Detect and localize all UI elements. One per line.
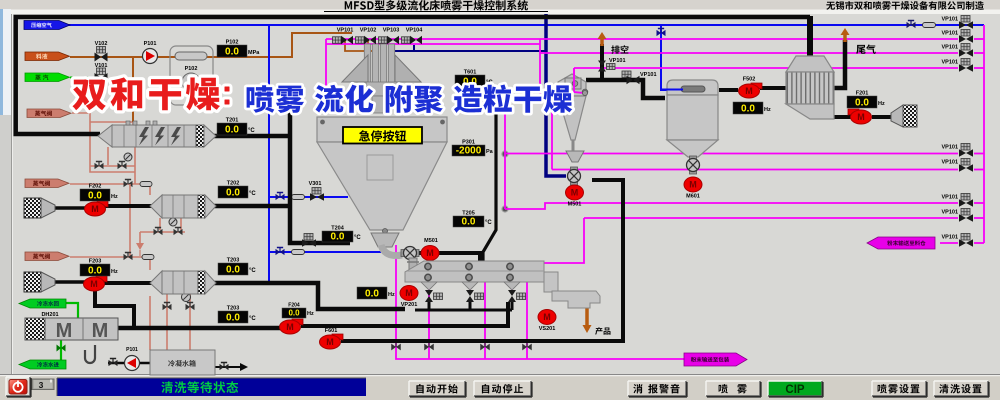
svg-text:0.0: 0.0 (741, 104, 755, 115)
svg-text:VP101: VP101 (640, 72, 657, 78)
svg-text:M601: M601 (686, 194, 700, 200)
svg-text:°C: °C (249, 268, 256, 274)
svg-text:MPa: MPa (248, 50, 260, 56)
svg-text:VP101: VP101 (941, 60, 958, 66)
svg-text:0.0: 0.0 (365, 289, 379, 300)
svg-text:0.0: 0.0 (226, 313, 240, 324)
svg-text:T203: T203 (227, 306, 240, 312)
svg-text:M: M (91, 204, 99, 214)
svg-text:M501: M501 (568, 202, 582, 208)
svg-text:Hz: Hz (388, 292, 395, 298)
svg-text:Hz: Hz (111, 269, 118, 275)
svg-text:VP201: VP201 (401, 302, 418, 308)
svg-text:0.0: 0.0 (462, 217, 476, 228)
svg-text:°C: °C (354, 235, 361, 241)
svg-text:Hz: Hz (764, 107, 771, 113)
svg-text:VP103: VP103 (383, 28, 400, 34)
svg-text:M: M (571, 188, 579, 198)
svg-text:Pa: Pa (486, 149, 494, 155)
svg-text:P101: P101 (126, 347, 138, 353)
svg-text:V101: V101 (95, 63, 108, 69)
svg-text:DH201: DH201 (41, 312, 58, 318)
svg-text:P101: P101 (144, 41, 157, 47)
svg-text:M: M (543, 312, 551, 322)
svg-text:°C: °C (249, 316, 256, 322)
svg-text:0.0: 0.0 (288, 309, 300, 318)
svg-text:F201: F201 (856, 91, 869, 97)
svg-text:P102: P102 (185, 66, 198, 72)
svg-text:VP101: VP101 (941, 195, 958, 201)
svg-text:T601: T601 (464, 70, 477, 76)
svg-text:F204: F204 (288, 303, 300, 309)
svg-text:V301: V301 (309, 181, 322, 187)
svg-text:VP104: VP104 (406, 28, 423, 34)
svg-text:T201: T201 (226, 118, 239, 124)
svg-text:VP101: VP101 (941, 17, 958, 23)
svg-text:M: M (92, 320, 109, 342)
svg-text:0.0: 0.0 (855, 98, 869, 109)
svg-text:T205: T205 (462, 211, 475, 217)
svg-text:VP101: VP101 (941, 160, 958, 166)
svg-text:VP101: VP101 (941, 235, 958, 241)
svg-text:0.0: 0.0 (225, 47, 239, 58)
svg-text:VP101: VP101 (941, 31, 958, 37)
svg-text:P301: P301 (462, 140, 475, 146)
svg-text:0.0: 0.0 (225, 125, 239, 136)
svg-text:Hz: Hz (878, 101, 885, 107)
svg-text:M501: M501 (424, 238, 438, 244)
svg-text:°C: °C (249, 191, 256, 197)
svg-text:F202: F202 (89, 184, 102, 190)
svg-text:3: 3 (39, 380, 44, 390)
svg-text:T203: T203 (227, 258, 240, 264)
svg-text:VP101: VP101 (941, 145, 958, 151)
svg-text:V102: V102 (95, 41, 108, 47)
svg-text:VS201: VS201 (539, 326, 556, 332)
svg-text:°C: °C (248, 128, 255, 134)
svg-text:T204: T204 (331, 226, 344, 232)
svg-text:Hz: Hz (307, 311, 314, 317)
svg-text:M: M (286, 322, 294, 332)
svg-text:0.0: 0.0 (463, 77, 477, 88)
svg-text:VP101: VP101 (941, 210, 958, 216)
svg-text:M: M (426, 248, 434, 258)
svg-text:F502: F502 (743, 77, 756, 83)
svg-text:M: M (745, 86, 753, 96)
svg-text:M: M (90, 279, 98, 289)
svg-text:VP101: VP101 (941, 45, 958, 51)
svg-text:M: M (405, 288, 413, 298)
svg-text:°C: °C (485, 220, 492, 226)
svg-text:M: M (326, 337, 334, 347)
svg-text:M: M (857, 112, 865, 122)
svg-text:0.0: 0.0 (226, 265, 240, 276)
svg-text:-2000: -2000 (456, 146, 482, 157)
svg-text:F601: F601 (325, 328, 338, 334)
svg-text:0.0: 0.0 (88, 266, 102, 277)
svg-text:M: M (689, 180, 697, 190)
svg-text:CIP: CIP (785, 384, 805, 396)
svg-text:0.0: 0.0 (88, 191, 102, 202)
svg-text:VP102: VP102 (360, 28, 377, 34)
svg-text:P102: P102 (226, 40, 239, 46)
svg-text:VP101: VP101 (337, 28, 354, 34)
svg-text:0.0: 0.0 (331, 232, 345, 243)
svg-text:VP101: VP101 (609, 58, 626, 64)
svg-text:Hz: Hz (111, 194, 118, 200)
svg-text:F203: F203 (89, 259, 102, 265)
svg-text:T202: T202 (227, 181, 240, 187)
svg-text:M: M (56, 320, 73, 342)
svg-text:0.0: 0.0 (226, 188, 240, 199)
